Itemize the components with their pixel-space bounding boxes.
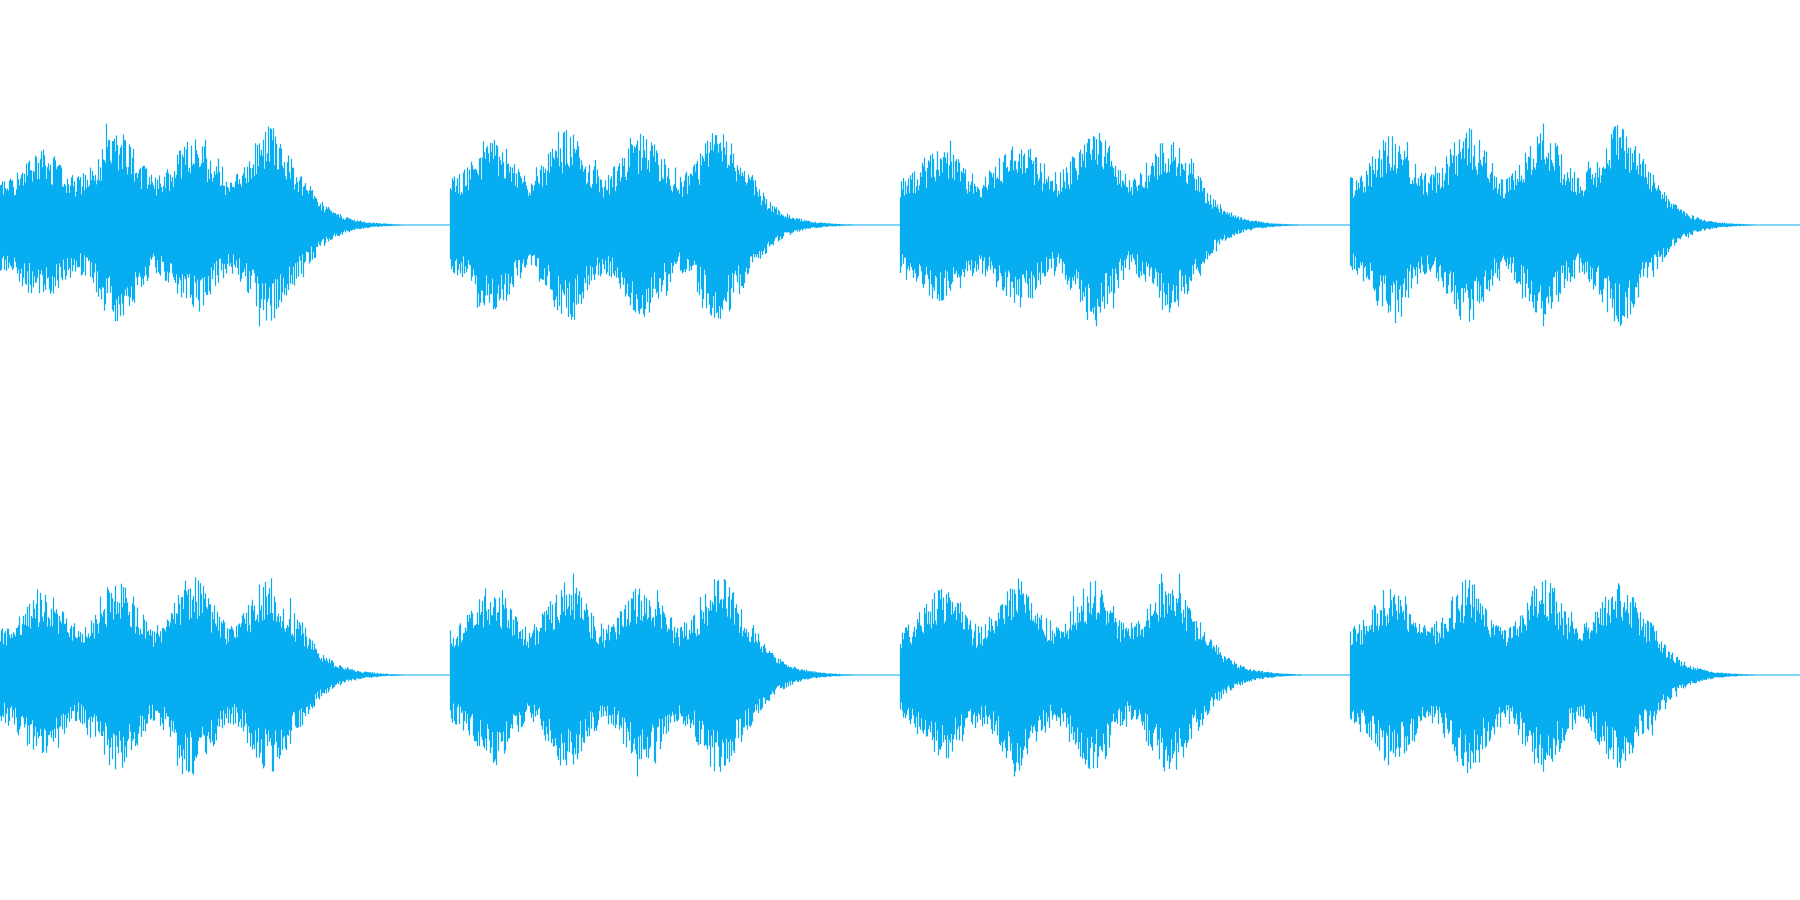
waveform-clip-1-2 <box>449 130 856 320</box>
waveform-clip-2-1 <box>0 577 406 775</box>
waveform-clip-1-1 <box>0 123 406 327</box>
waveform-clip-1-3 <box>899 133 1306 327</box>
channel-2-waveform <box>0 573 1800 777</box>
waveform-clip-1-4 <box>1349 123 1756 327</box>
waveform-clip-2-3 <box>899 573 1306 777</box>
waveform-clip-2-4 <box>1349 579 1756 774</box>
waveform-clip-2-2 <box>449 573 856 777</box>
channel-1-waveform <box>0 123 1800 327</box>
